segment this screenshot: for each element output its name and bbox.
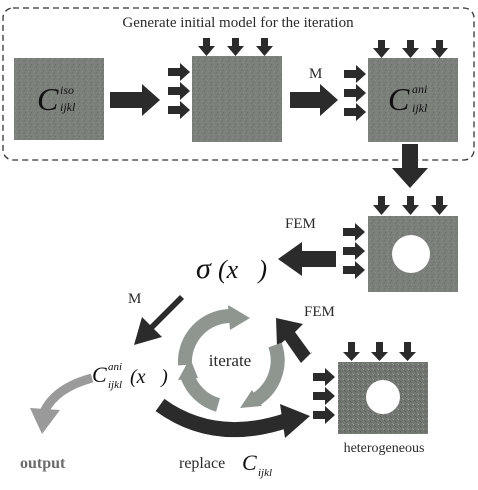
replace-arrow-head [280,404,310,438]
output-arrow-head [30,408,60,434]
fem-left-label: FEM [285,216,316,232]
cx-C: C [92,362,107,387]
replace-text: replace [179,455,225,472]
replace-C: C [242,450,257,475]
arrow-iso-to-load [110,84,160,116]
ani-sup: ani [412,82,427,96]
fem-right-label: FEM [304,304,335,320]
cx-sub: ijkl [108,379,122,391]
replace-arrow-body [160,405,288,430]
heterogeneous-label: heterogeneous [344,441,425,456]
cx-arg: (x⃗) [130,366,168,388]
m-top-label: M [309,66,322,82]
isotropic-panel [14,58,104,140]
iterate-label: iterate [209,351,251,370]
iso-C: C [37,81,59,117]
ani-sub: ijkl [412,101,428,115]
loaded-panel [192,56,282,142]
arrow-m-diagonal [134,288,184,345]
sigma-arg: (x⃗) [218,255,267,284]
replace-sub: ijkl [258,467,272,479]
panel4-side-load-icon [343,223,365,279]
arrow-m-top [290,84,338,116]
cx-sup: ani [108,361,122,373]
heterogeneous-hole [366,380,400,414]
sigma-symbol: σ [196,252,212,285]
arrow-down [392,144,428,188]
iso-sup: iso [60,83,74,97]
replace-label: replace C ijkl [179,450,272,479]
panel5-top-load-icon [343,342,416,361]
panel2-side-load-icon [168,63,190,119]
cx-label: C ani ijkl (x⃗) [92,361,168,391]
sigma-label: σ (x⃗) [196,252,267,285]
output-label: output [20,455,66,472]
anisotropic-panel [368,58,458,142]
output-arrow-body [44,378,92,412]
m-left-label: M [128,291,141,307]
panel2-top-load-icon [198,38,273,56]
arrow-fem-left [278,242,336,276]
panel4-top-load-icon [373,196,448,215]
panel3-side-load-icon [344,65,366,121]
iso-sub: ijkl [60,100,76,114]
frame-title: Generate initial model for the iteration [122,15,354,31]
panel3-top-load-icon [373,40,448,58]
ani-C: C [388,81,410,117]
hole-circle [392,235,430,273]
panel5-side-load-icon [313,368,335,424]
